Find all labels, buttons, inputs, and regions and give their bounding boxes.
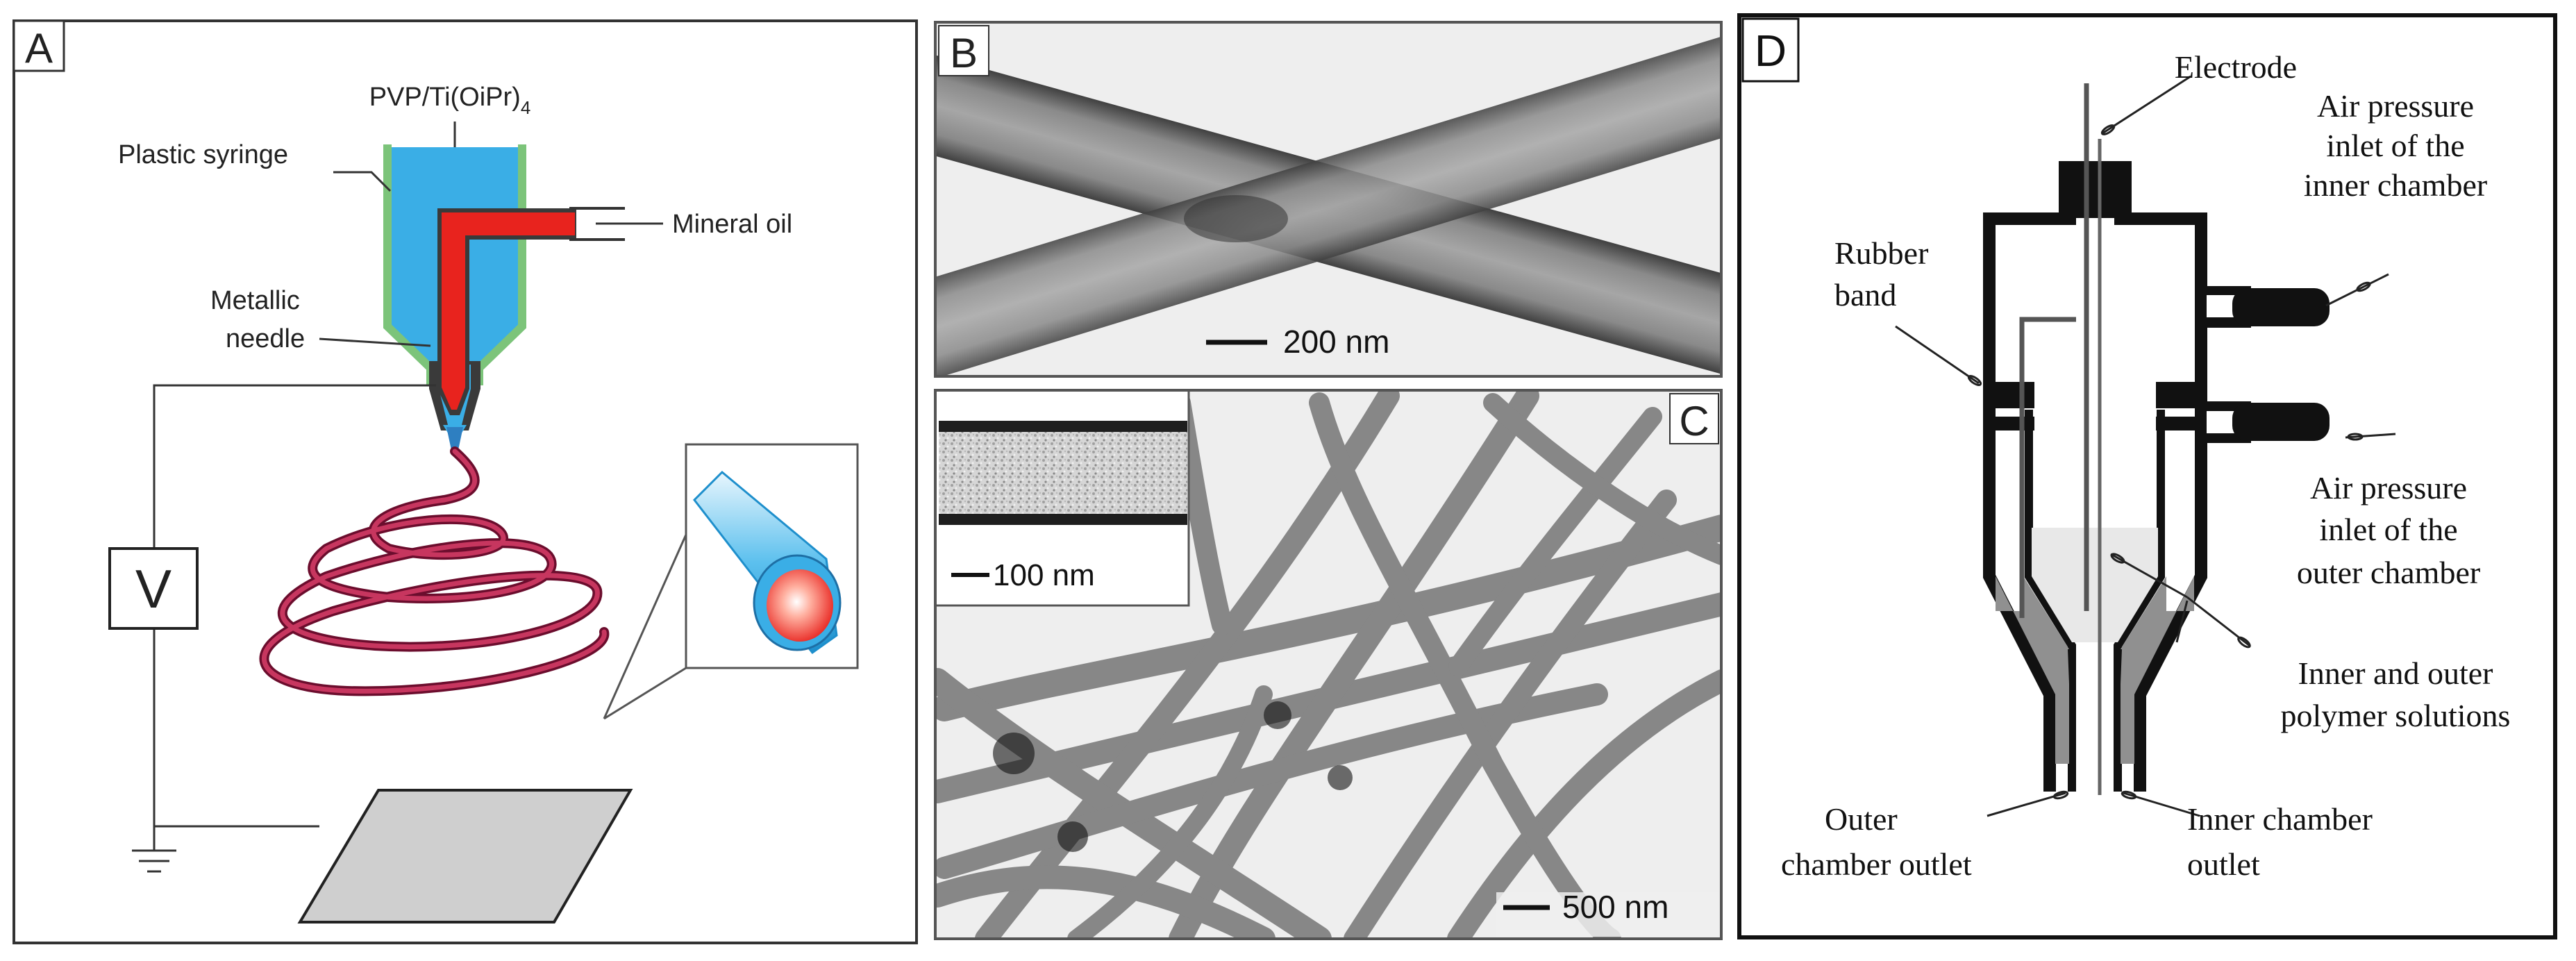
fiber-whip <box>259 446 610 696</box>
outer-inlet-label-line2: inlet of the <box>2319 512 2457 547</box>
scale-label-b: 200 nm <box>1283 324 1389 360</box>
outer-inlet-label-line1: Air pressure <box>2310 470 2467 505</box>
tem-fiber-network <box>935 390 1721 939</box>
panel-b: B 200 nm <box>934 21 1723 378</box>
electrode-label: Electrode <box>2175 49 2297 85</box>
panel-b-letter: B <box>950 30 978 76</box>
panel-a-letter: A <box>25 25 53 72</box>
outer-inlet-label-line3: outer chamber <box>2297 555 2480 590</box>
panel-a: A PVP/Ti(OiPr)4 Mineral oil Plastic syri… <box>12 19 918 944</box>
inner-inlet-label-line1: Air pressure <box>2317 88 2474 124</box>
solutions-label-line1: Inner and outer <box>2298 655 2493 691</box>
mineral-oil-label: Mineral oil <box>672 210 792 239</box>
leader-lines <box>1895 75 2396 817</box>
tem-inset: 100 nm <box>934 389 1190 607</box>
panel-c: 100 nm C 500 nm <box>934 389 1723 940</box>
inset-scale-label: 100 nm <box>993 558 1095 592</box>
coaxial-nozzle-apparatus <box>1983 83 2330 795</box>
solution-label: PVP/Ti(OiPr)4 <box>369 83 531 118</box>
taylor-cone <box>446 427 463 450</box>
needle-label-line2: needle <box>226 324 305 353</box>
voltage-label: V <box>135 558 172 619</box>
fiber-cross-section-inset <box>603 443 859 720</box>
inner-inlet-label-line2: inlet of the <box>2326 128 2464 163</box>
rubber-band-label-line2: band <box>1834 277 1896 312</box>
outer-outlet-label-line2: chamber outlet <box>1781 846 1972 882</box>
voltage-source <box>108 547 199 630</box>
inner-outlet-label-line2: outlet <box>2187 846 2260 882</box>
inner-oil-tube <box>437 207 625 415</box>
scale-label-c: 500 nm <box>1562 889 1668 925</box>
needle-label-line1: Metallic <box>210 286 300 315</box>
inner-inlet-label-line3: inner chamber <box>2304 167 2487 203</box>
rubber-band-label-line1: Rubber <box>1834 235 1928 271</box>
outer-outlet-label-line1: Outer <box>1825 801 1898 837</box>
solutions-label-line2: polymer solutions <box>2281 698 2511 733</box>
circuit-wire <box>132 384 436 873</box>
collector-plate <box>297 789 633 924</box>
panel-c-frame <box>934 389 1723 940</box>
panel-d-frame <box>1737 13 2557 939</box>
inner-outlet-label-line1: Inner chamber <box>2187 801 2373 837</box>
panel-c-letter: C <box>1679 398 1709 444</box>
panel-d-letter: D <box>1755 26 1787 76</box>
tem-fiber-2 <box>935 22 1721 376</box>
panel-b-frame <box>934 21 1723 378</box>
syringe-label: Plastic syringe <box>118 140 288 169</box>
panel-d: D <box>1737 13 2557 939</box>
